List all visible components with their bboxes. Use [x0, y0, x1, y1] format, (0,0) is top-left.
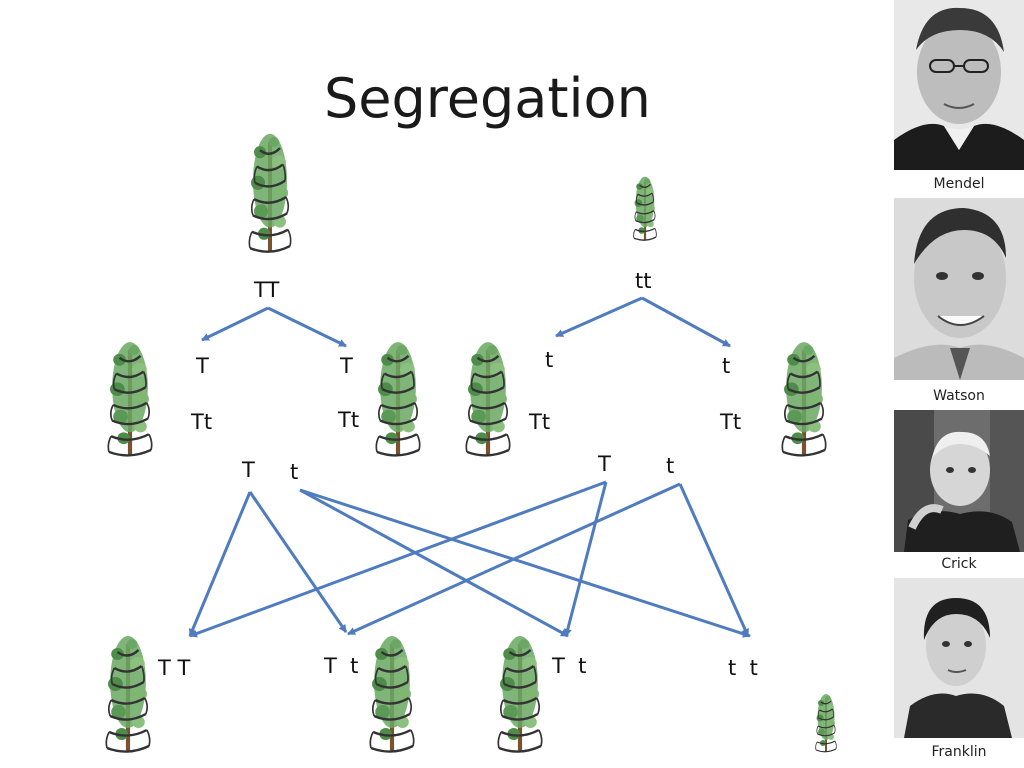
arrow-tt-left [201, 306, 269, 342]
tree-f1-1 [107, 340, 153, 458]
portrait-watson [894, 198, 1024, 380]
arrow-short-right [641, 296, 731, 348]
arrow-T2-to-TT [189, 480, 607, 638]
tree-f2-4 [815, 693, 837, 753]
caption-crick: Crick [941, 556, 977, 572]
f1-right-gamete-T: T [598, 452, 611, 476]
arrow-T1-to-Tt [248, 491, 348, 633]
caption-franklin: Franklin [931, 744, 987, 760]
arrow-t2-to-Tt [347, 482, 681, 636]
arrow-t1-to-Tt [299, 488, 569, 638]
scientist-sidebar: Mendel Watson Crick [894, 0, 1024, 768]
parent-split-arrows [201, 296, 731, 348]
tree-parent-tall [248, 132, 292, 254]
parent-tall-gamete-2: T [340, 354, 353, 378]
parent-short-gamete-1: t [545, 348, 554, 372]
portrait-mendel [894, 0, 1024, 170]
f1-genotype-4: Tt [720, 410, 742, 434]
tree-f2-2 [369, 634, 415, 754]
f1-genotype-2: Tt [338, 408, 360, 432]
f2-genotype-3: T t [552, 654, 587, 678]
tree-f2-1 [105, 634, 151, 754]
tree-f1-4 [781, 340, 827, 458]
f2-genotype-4: t t [728, 656, 758, 680]
arrow-tt-right [267, 306, 347, 348]
parent-tall-gamete-1: T [196, 354, 209, 378]
parent-tall-genotype: TT [254, 278, 280, 302]
arrow-t2-to-tt [678, 483, 750, 637]
caption-watson: Watson [933, 388, 985, 404]
portrait-crick [894, 410, 1024, 552]
slide-title: Segregation [324, 67, 651, 130]
tree-f2-3 [497, 634, 543, 754]
f1-left-gamete-T: T [242, 458, 255, 482]
f1-left-gamete-t: t [290, 460, 299, 484]
parent-short-genotype: tt [635, 269, 652, 293]
f2-genotype-1: T T [158, 656, 191, 680]
arrow-T2-to-Tt [563, 481, 608, 637]
arrow-short-left [555, 296, 643, 338]
f1-genotype-3: Tt [529, 410, 551, 434]
arrow-T1-to-TT [188, 491, 252, 637]
tree-f1-2 [375, 340, 421, 458]
tree-f1-3 [465, 340, 511, 458]
portrait-franklin [894, 578, 1024, 738]
f1-genotype-1: Tt [191, 410, 213, 434]
arrow-t1-to-tt [299, 488, 751, 638]
cross-arrows [188, 480, 751, 638]
caption-mendel: Mendel [933, 176, 985, 192]
f1-right-gamete-t: t [666, 454, 675, 478]
tree-parent-short [632, 175, 658, 242]
f2-genotype-2: T t [324, 654, 359, 678]
parent-short-gamete-2: t [722, 354, 731, 378]
